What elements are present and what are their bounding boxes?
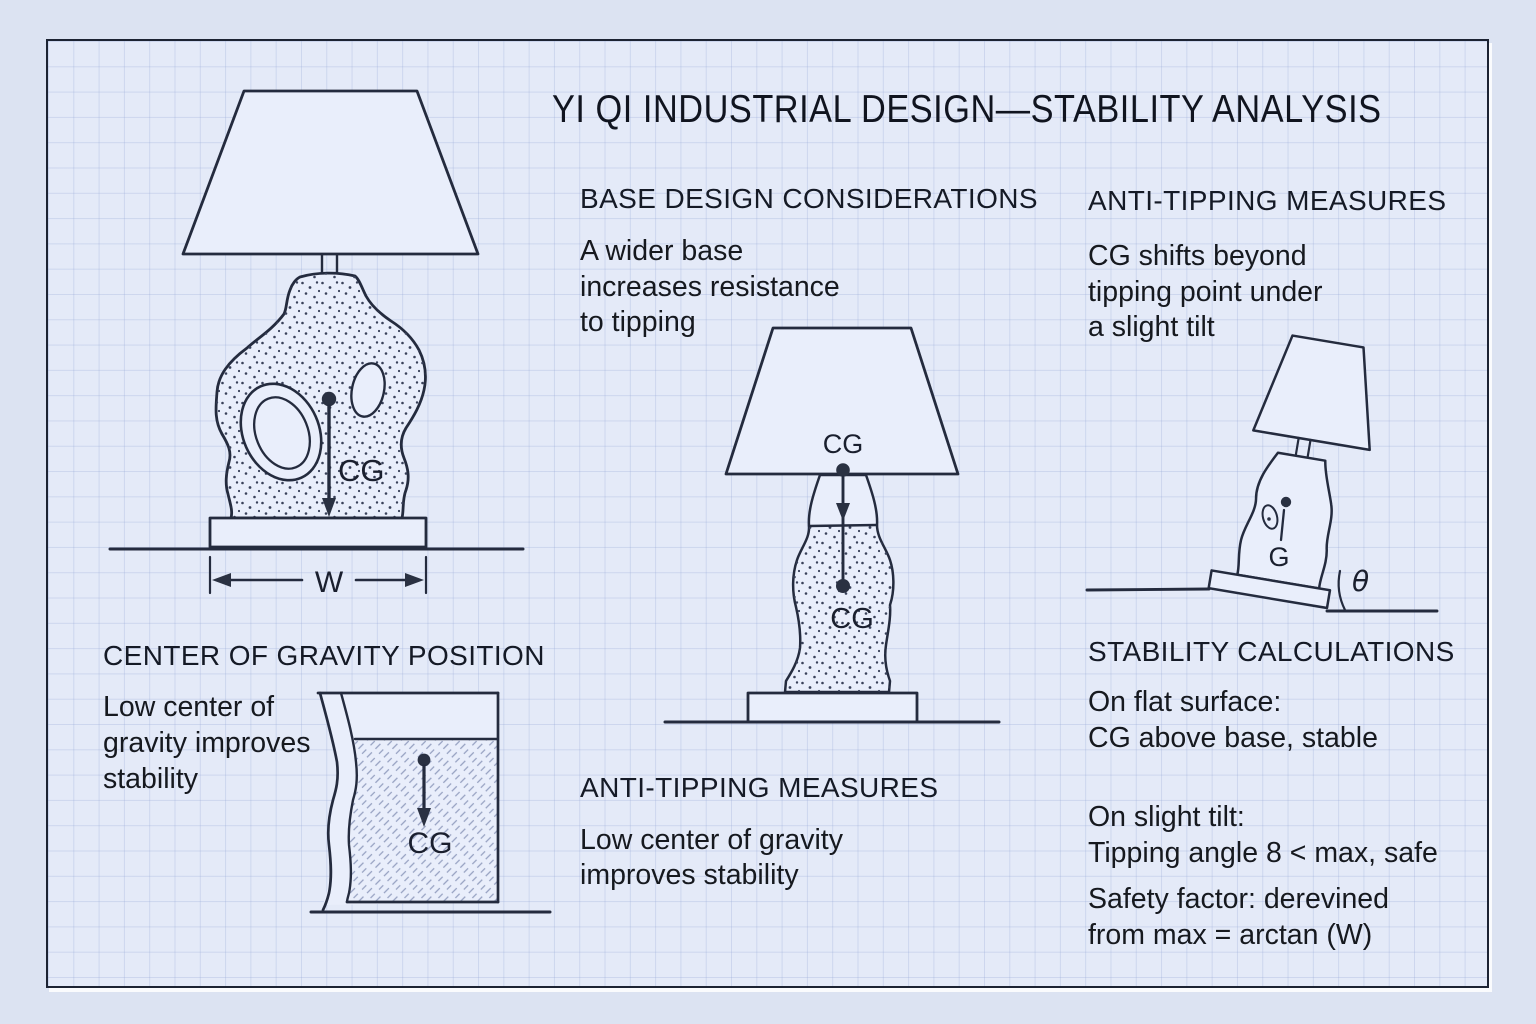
para-anti-tipping-mid: Low center of gravity improves stability	[580, 824, 843, 891]
lamp-tilted-figure	[1207, 334, 1371, 610]
tilt-annotations	[1085, 496, 1439, 613]
lamp-shade	[724, 326, 960, 476]
section-inner-wall	[339, 691, 358, 904]
cg-dot	[1280, 496, 1292, 508]
heading-stability-calc: STABILITY CALCULATIONS	[1088, 636, 1455, 667]
body-hole-small	[1261, 504, 1279, 530]
lamp-base	[208, 516, 428, 549]
cg-dot-upper	[836, 463, 850, 477]
heading-anti-tipping-mid: ANTI-TIPPING MEASURES	[580, 772, 939, 803]
para-base-design: A wider base increases resistance to tip…	[580, 235, 840, 338]
theta-label: θ	[1352, 565, 1369, 598]
page-title: YI QI INDUSTRIAL DESIGN—STABILITY ANALYS…	[552, 88, 1382, 131]
para-safety-factor: Safety factor: derevined from max = arct…	[1088, 883, 1390, 951]
lamp-base	[1207, 569, 1332, 610]
g-label: G	[1268, 542, 1289, 572]
cg-dot	[417, 753, 431, 767]
cg-dot	[321, 391, 337, 407]
width-label: W	[315, 566, 344, 599]
lamp-stem	[1294, 436, 1300, 457]
section-outer-wall	[318, 691, 339, 912]
body-hole-small	[350, 362, 386, 418]
cg-label-mid-top: CG	[823, 429, 864, 459]
heading-base-design: BASE DESIGN CONSIDERATIONS	[580, 183, 1038, 214]
cg-label-mid-bottom: CG	[830, 603, 874, 635]
para-cg-position: Low center of gravity improves stability	[103, 691, 311, 795]
lamp-wide-base-figure	[663, 326, 1001, 724]
para-anti-tipping-right: CG shifts beyond tipping point under a s…	[1088, 240, 1323, 343]
cg-dot-lower	[836, 579, 850, 593]
cg-label-left: CG	[338, 453, 385, 488]
cg-label-section: CG	[408, 827, 453, 860]
lamp-shade	[181, 89, 480, 256]
lamp-base	[746, 691, 919, 724]
para-stability-flat: On flat surface: CG above base, stable	[1088, 686, 1378, 754]
lamp-flat-figure	[108, 89, 525, 595]
ground-line-upper	[1085, 587, 1211, 592]
lamp-shade	[1252, 334, 1371, 452]
cross-section-figure	[309, 691, 552, 914]
heading-cg-position: CENTER OF GRAVITY POSITION	[103, 640, 545, 671]
body-hole-large	[239, 382, 323, 482]
para-stability-tilt: On slight tilt: Tipping angle 8 < max, s…	[1088, 801, 1438, 869]
tilt-angle-arc	[1337, 569, 1347, 612]
heading-anti-tipping-right: ANTI-TIPPING MEASURES	[1088, 185, 1447, 216]
